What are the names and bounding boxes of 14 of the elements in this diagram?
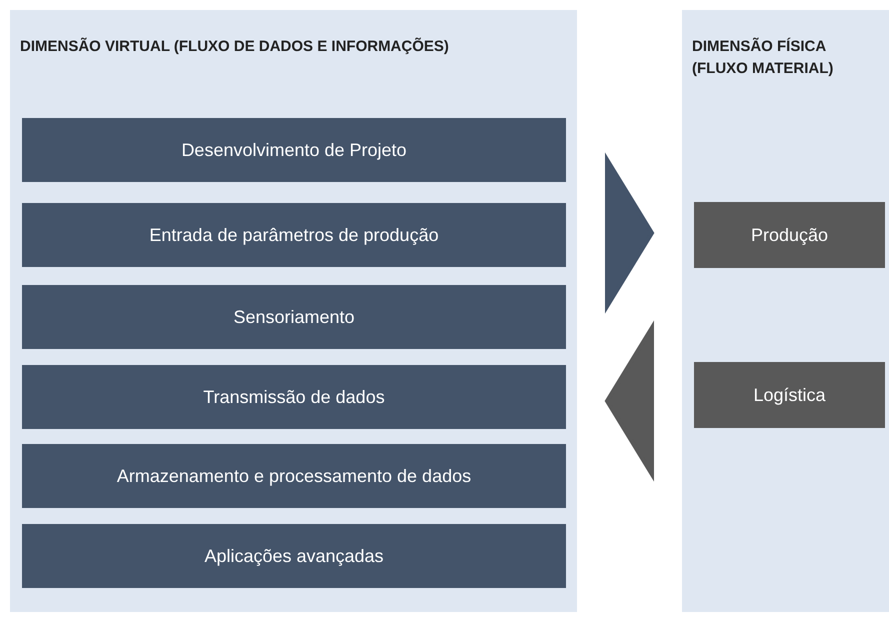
process-box: Sensoriamento (22, 285, 566, 349)
process-box: Logística (694, 362, 885, 428)
panel-background (10, 10, 577, 612)
panel-title: DIMENSÃO VIRTUAL (FLUXO DE DADOS E INFORMAÇÕES) (20, 36, 450, 57)
chevron-arrow (604, 320, 654, 482)
process-box: Desenvolvimento de Projeto (22, 118, 566, 182)
process-box: Armazenamento e processamento de dados (22, 444, 566, 508)
process-box: Transmissão de dados (22, 365, 566, 429)
chevron-arrow (605, 152, 654, 314)
process-box: Aplicações avançadas (22, 524, 566, 588)
process-box: Produção (694, 202, 885, 268)
panel-background (682, 10, 889, 612)
panel-title: DIMENSÃO FÍSICA (FLUXO MATERIAL) (692, 36, 834, 79)
process-box: Entrada de parâmetros de produção (22, 203, 566, 267)
